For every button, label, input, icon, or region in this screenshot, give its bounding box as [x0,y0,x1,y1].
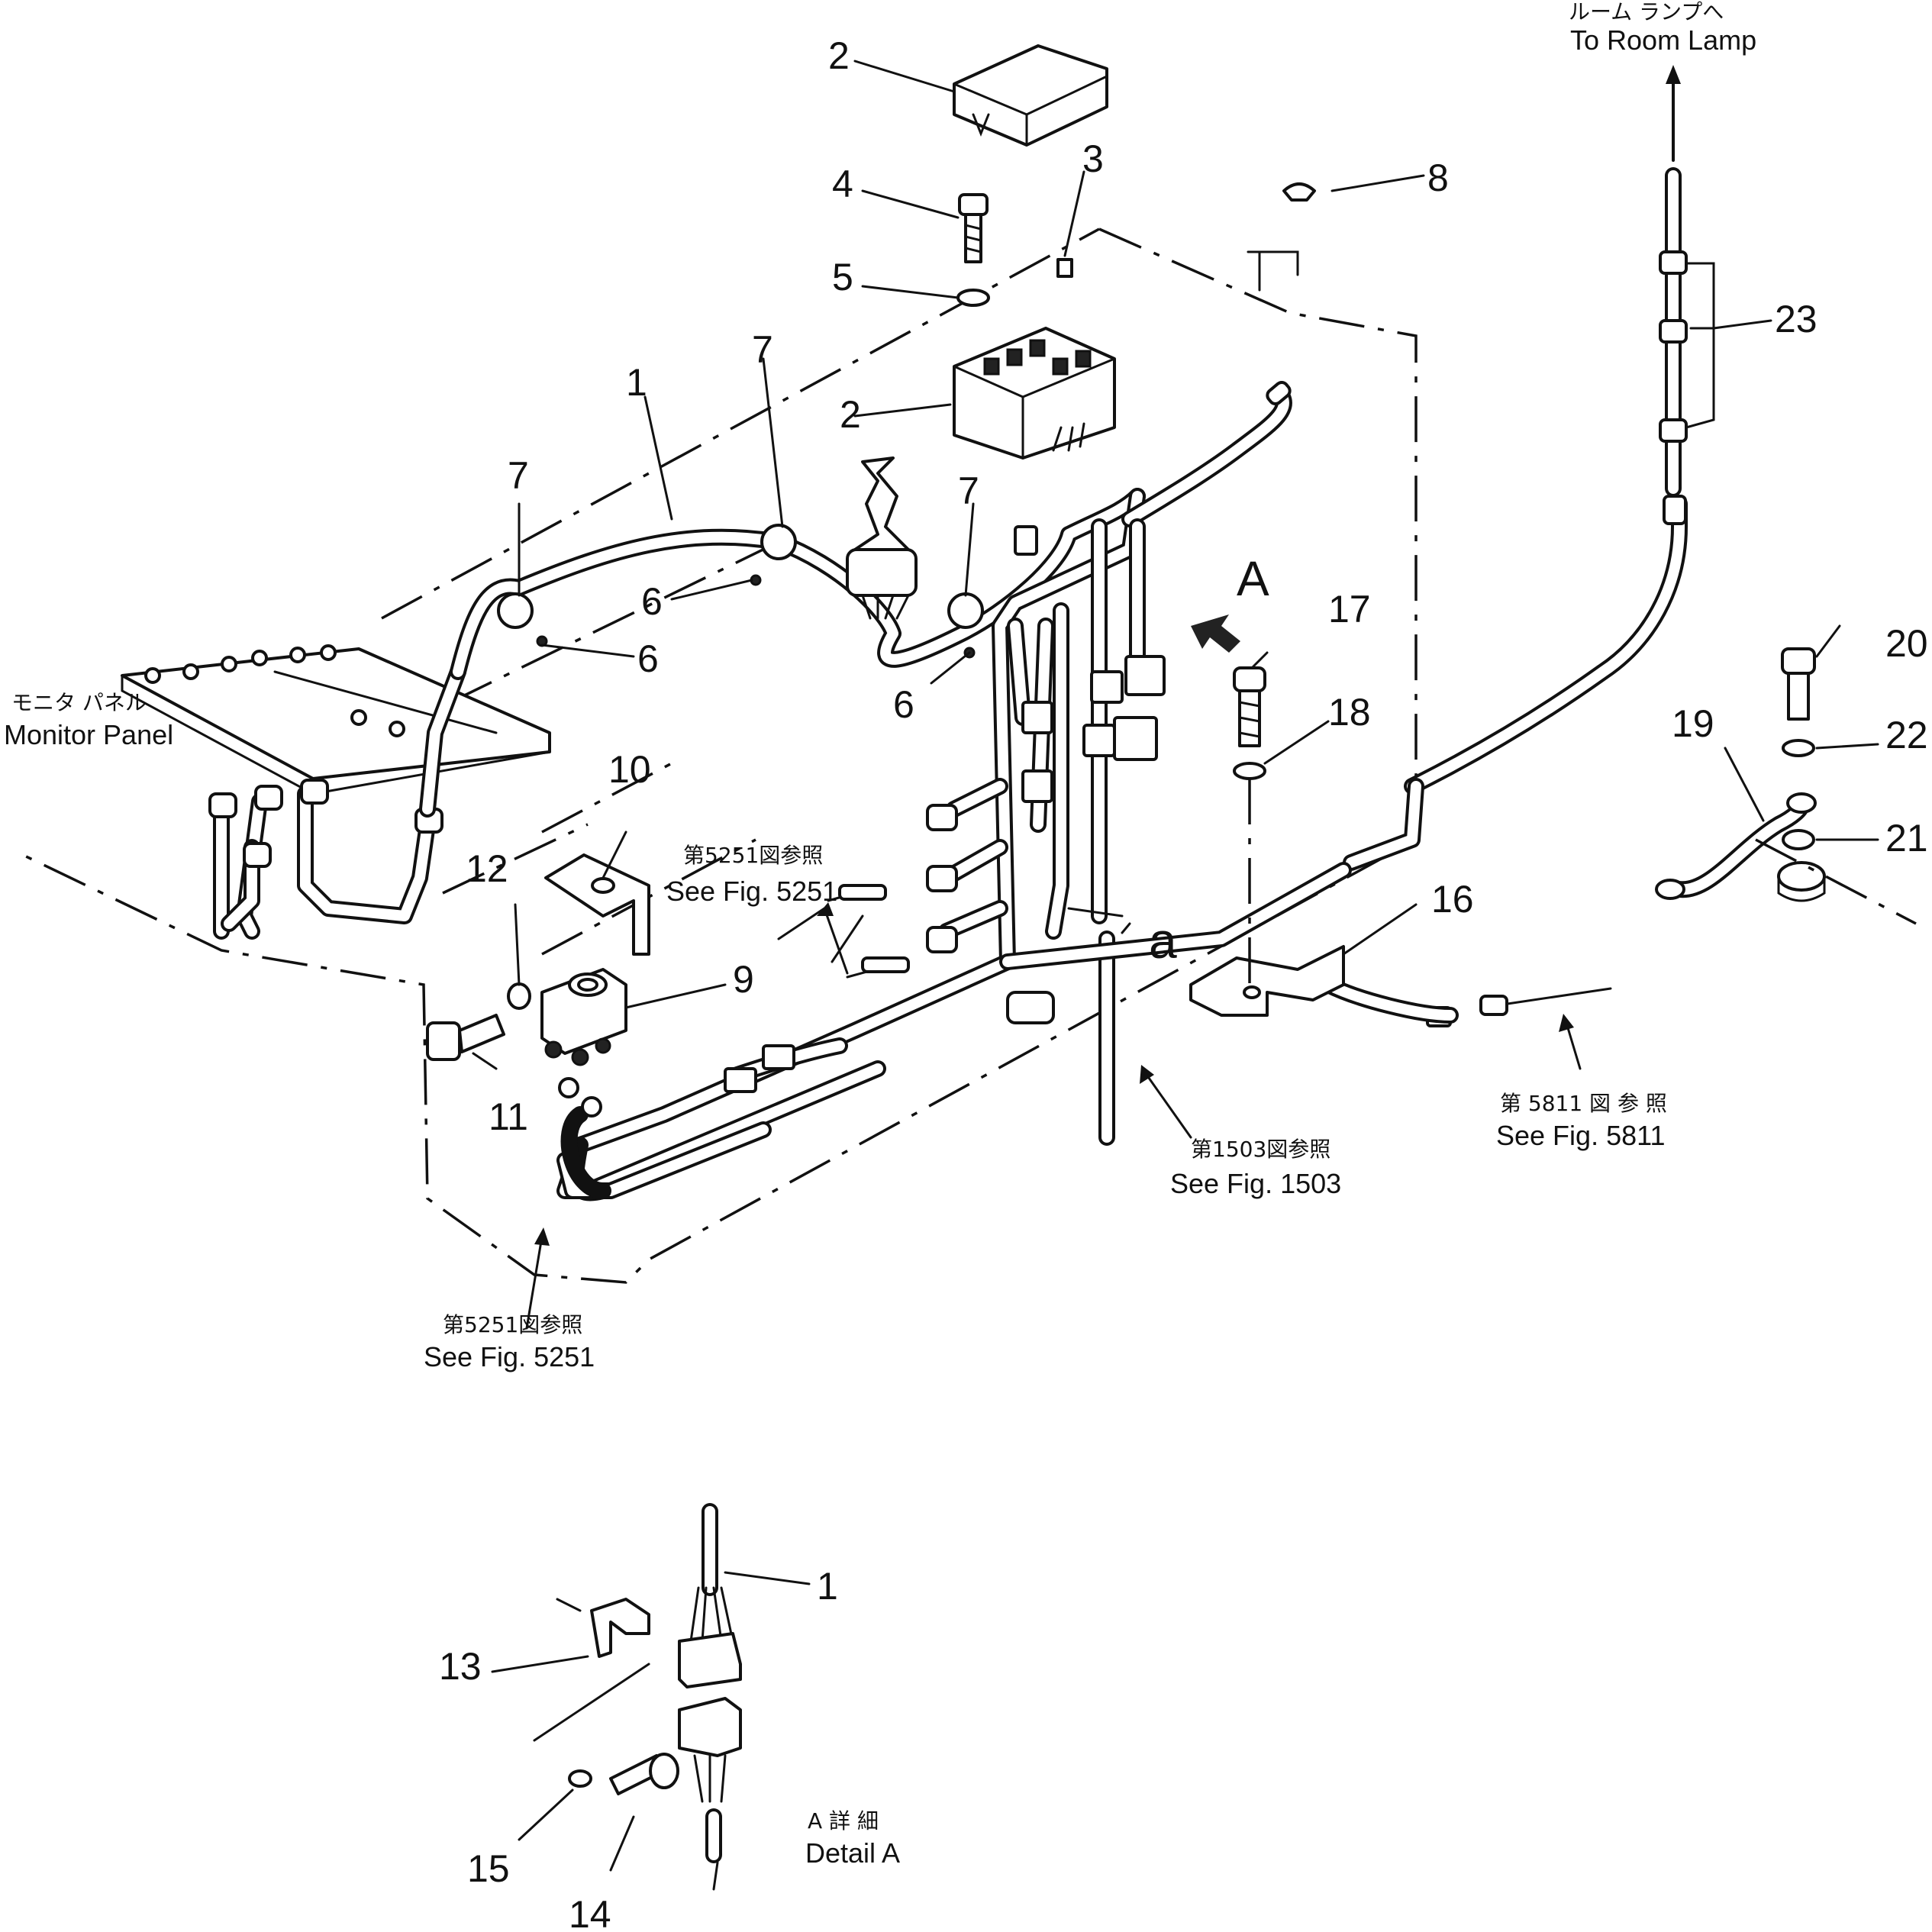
detail-a [491,1503,811,1891]
callout-18: 18 [1328,691,1371,734]
fig5811-jp: 第 5811 図 参 照 [1500,1091,1667,1116]
callout-7-mid: 7 [752,328,773,371]
callout-19: 19 [1672,702,1714,745]
detail-a-label-jp: A 詳 細 [808,1808,879,1834]
callout-21: 21 [1885,817,1928,860]
monitor-panel-label-jp: モニタ パネル [11,690,147,715]
monitor-panel-label: Monitor Panel [4,719,173,750]
floor-outline [22,227,1418,1284]
bracket [544,853,650,956]
callout-20: 20 [1885,622,1928,665]
callout-10: 10 [608,748,651,791]
fig5811: See Fig. 5811 [1496,1120,1665,1151]
fig5251-bot-jp: 第5251図参照 [443,1312,582,1337]
callout-5: 5 [832,256,853,298]
lock-washer [507,982,531,1010]
reference-arrows [525,902,1582,1330]
callout-14: 14 [569,1893,611,1932]
washer-18 [1233,762,1266,780]
detail-a-label: Detail A [805,1837,900,1869]
cable-holder [1189,945,1345,1017]
callout-2-fusebox: 2 [840,393,861,436]
monitor-panel [121,644,551,796]
callout-4: 4 [832,163,853,205]
callout-11: 11 [489,1095,528,1138]
callout-1-detail: 1 [817,1565,838,1608]
callout-7-right: 7 [958,469,979,512]
fig5251-bot: See Fig. 5251 [424,1341,595,1372]
callout-1: 1 [626,361,647,404]
callout-16: 16 [1431,878,1474,921]
bolt-17 [1233,666,1266,747]
callout-8: 8 [1427,156,1449,199]
callout-13: 13 [439,1645,482,1688]
main-harness [450,380,1688,1201]
view-a-arrow [1191,614,1240,653]
monitor-sub-harness [208,663,466,940]
callout-3: 3 [1082,137,1104,180]
room-lamp-harness [1659,167,1715,525]
bolt [426,1014,505,1061]
relay-switch [540,968,627,1066]
callout-6-left: 6 [637,637,659,680]
fig5251-mid: See Fig. 5251 [666,876,837,907]
ground-cable [558,1077,611,1199]
fig1503: See Fig. 1503 [1170,1168,1341,1199]
leader-lines [472,60,1879,1070]
fuse-box-cover [953,44,1108,147]
ground-boss [1777,861,1826,902]
point-a-mark: a [1149,912,1177,969]
callout-17: 17 [1328,588,1371,631]
callout-6-top: 6 [641,580,663,623]
callout-15: 15 [467,1847,510,1890]
room-lamp-note-jp: ルーム ランプへ [1569,0,1724,24]
callout-7-left: 7 [508,454,529,497]
callout-9: 9 [733,958,754,1001]
callout-6-right: 6 [893,683,914,726]
callout-2-cover: 2 [828,34,850,77]
key-switch [846,456,918,620]
fig1503-jp: 第1503図参照 [1191,1137,1330,1162]
ground-strap [1655,792,1817,900]
bolt-20 [1781,647,1816,721]
fig5251-mid-jp: 第5251図参照 [683,843,823,868]
fuse [1056,258,1073,278]
harness-connectors [724,525,1612,1093]
room-lamp-note: To Room Lamp [1570,24,1756,56]
screw [958,193,989,263]
plug-cap [1282,182,1316,202]
callout-23: 23 [1775,298,1817,340]
callout-22: 22 [1885,714,1928,756]
washer [956,289,990,307]
lock-washer-21 [1782,829,1815,850]
clamps [497,524,984,659]
washer-22 [1782,739,1815,757]
view-a-mark: A [1237,551,1269,606]
callout-12: 12 [466,847,508,890]
fuse-box [953,327,1116,460]
